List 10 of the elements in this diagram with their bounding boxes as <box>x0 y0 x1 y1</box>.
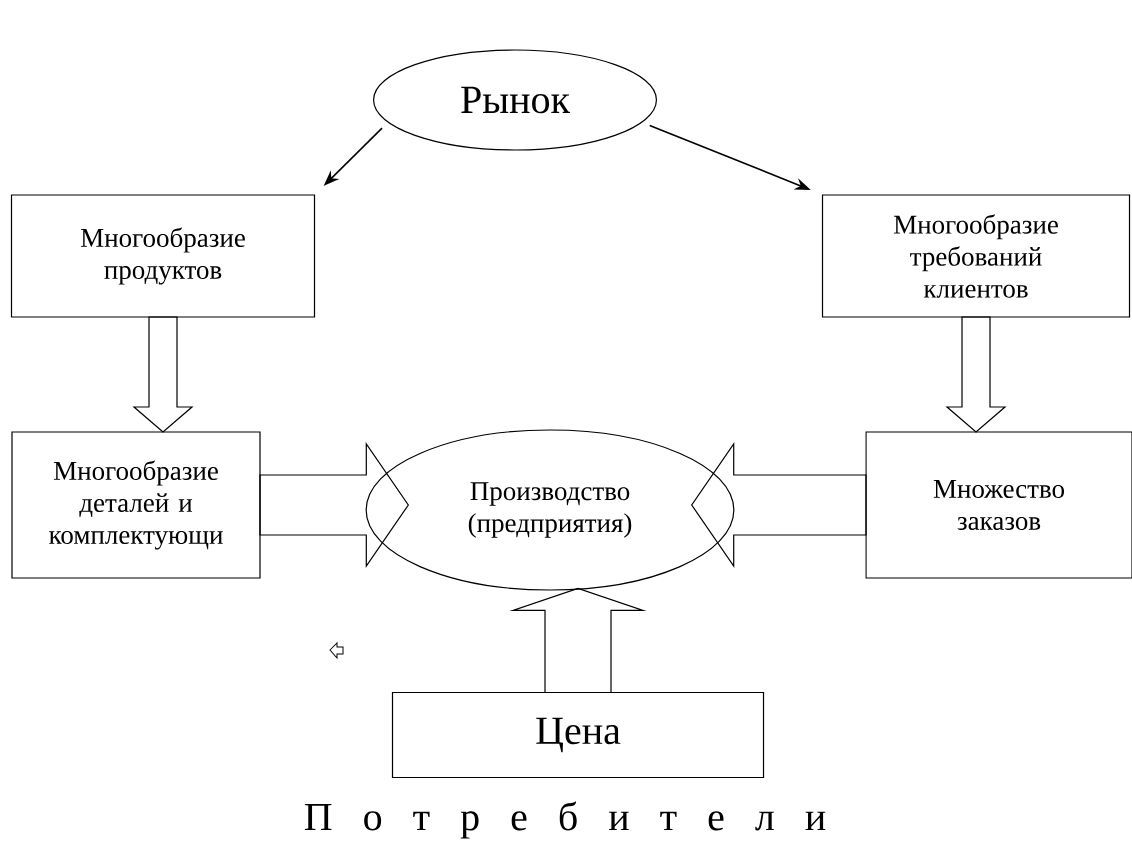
process-box: Множество заказов <box>865 431 1132 579</box>
block-arrow <box>259 442 410 568</box>
block-arrow <box>509 587 647 694</box>
process-box: Многообразие деталей и комплектующи <box>11 431 261 579</box>
block-arrow <box>691 442 867 568</box>
process-box: Многообразие требований клиентов <box>821 194 1131 318</box>
block-arrow <box>132 316 194 433</box>
block-arrow <box>945 316 1007 433</box>
price-box: Цена <box>391 691 765 779</box>
process-box: Многообразие продуктов <box>10 194 316 318</box>
